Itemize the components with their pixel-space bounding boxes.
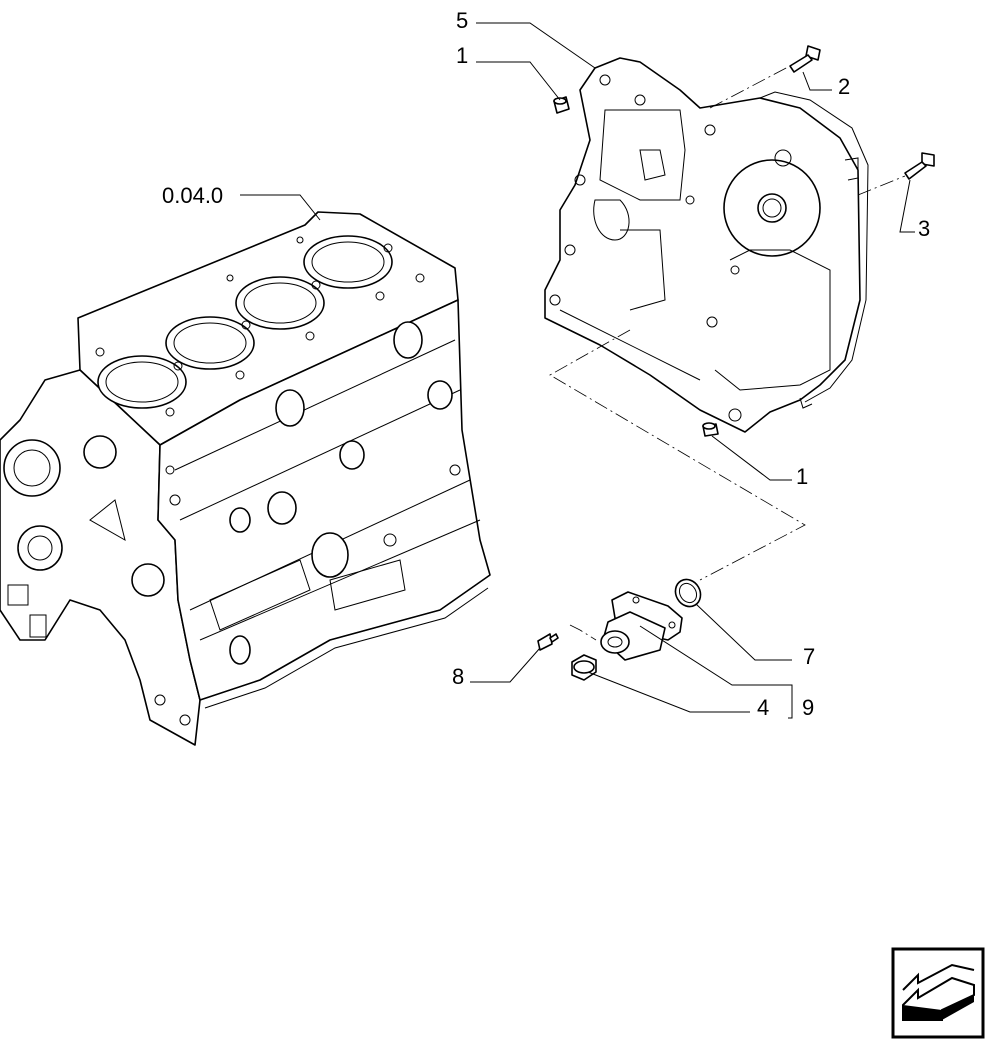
drain-plug [571, 654, 597, 681]
callout-plug-top: 1 [456, 43, 468, 68]
o-ring [674, 578, 702, 608]
callout-screw: 8 [452, 664, 464, 689]
back-button[interactable] [891, 947, 985, 1039]
callout-kit: 9 [802, 695, 814, 720]
timing-cover [544, 57, 869, 433]
engine-block [0, 211, 491, 746]
water-fitting [600, 591, 683, 661]
callout-bolt-top: 2 [838, 74, 850, 99]
callout-plug-bottom: 1 [796, 464, 808, 489]
plug-bottom [702, 422, 719, 437]
callout-o-ring: 7 [803, 644, 815, 669]
arrow-back-icon [902, 963, 975, 1021]
bolt-top [789, 45, 821, 73]
callout-bolt-right: 3 [918, 216, 930, 241]
callout-water-fitting: 4 [757, 695, 769, 720]
callout-cover: 5 [456, 8, 468, 33]
leader-lines [240, 22, 915, 719]
plug-top [553, 96, 570, 114]
assembly-axes [549, 65, 906, 641]
reference-label: 0.04.0 [162, 183, 223, 208]
screw [537, 633, 559, 651]
bolt-right [904, 152, 935, 180]
